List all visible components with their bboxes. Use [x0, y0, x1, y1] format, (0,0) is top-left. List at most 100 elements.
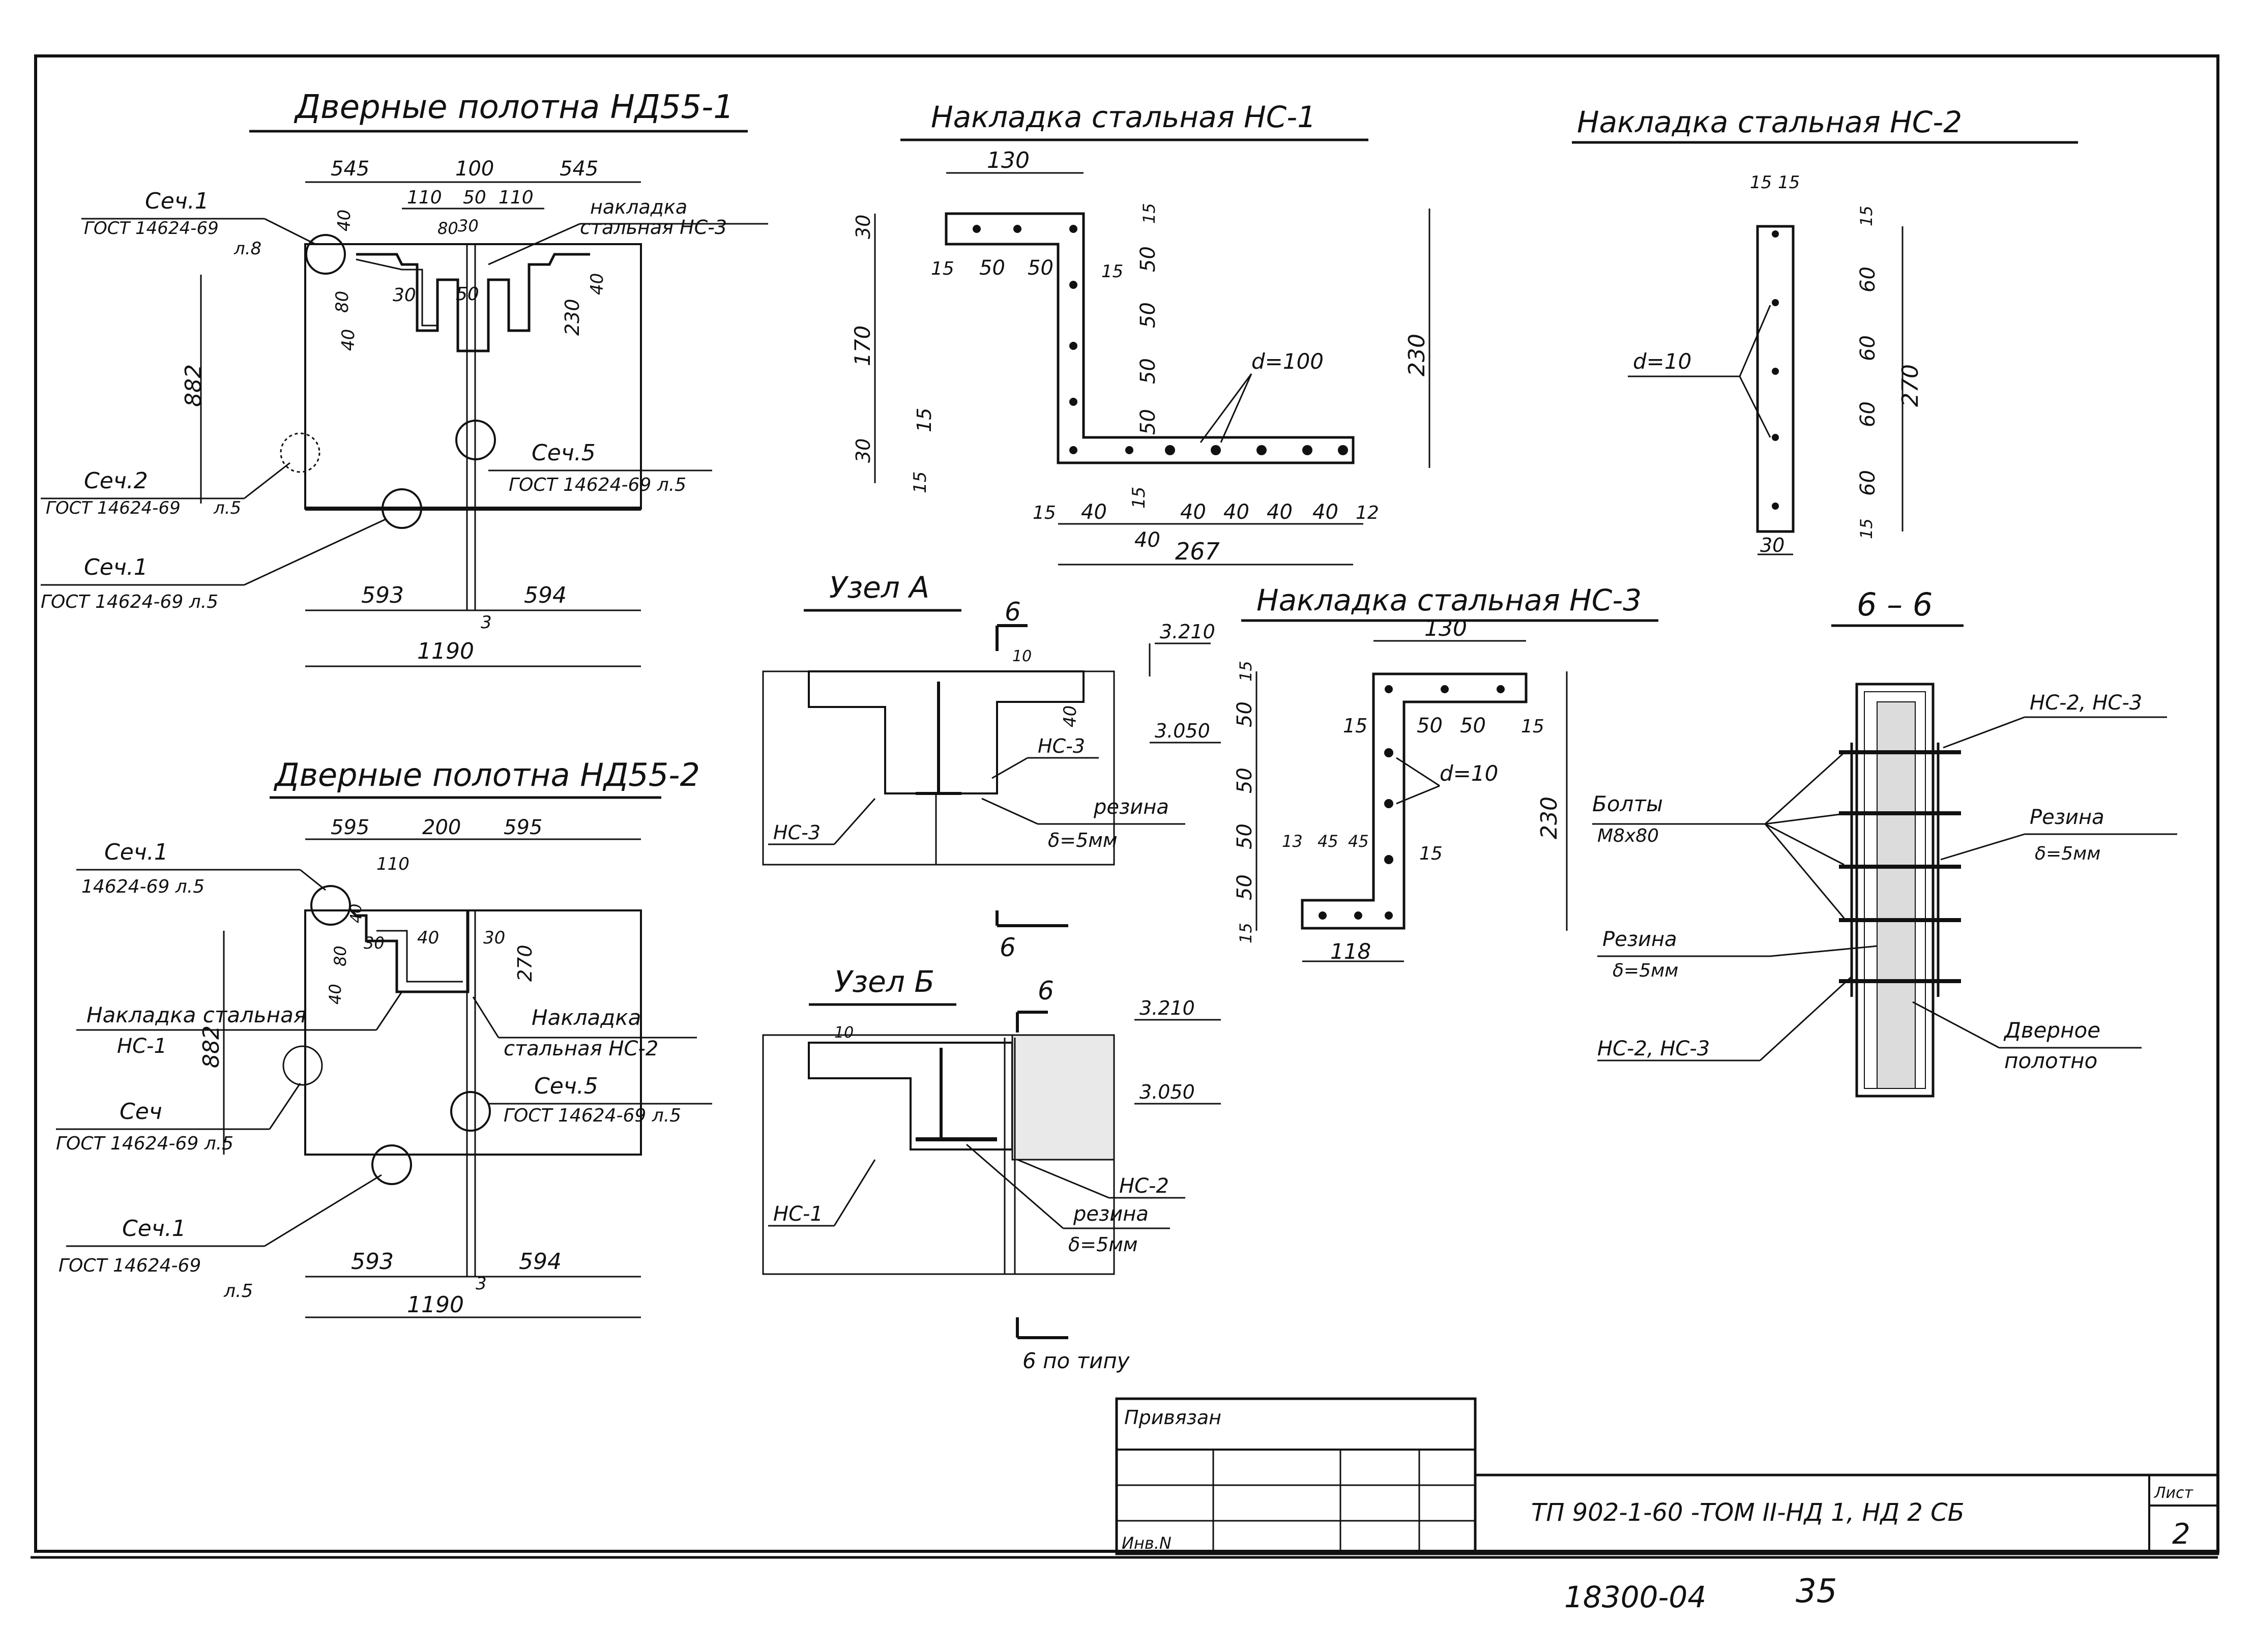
uzel-b-level-0: 3.210: [1139, 997, 1195, 1019]
nd55-2-dim-in-4: 30: [483, 928, 505, 948]
nc2-hole: d=10: [1633, 349, 1691, 374]
stamp-list-label: Лист: [2154, 1484, 2194, 1502]
section66-label-5: Резина: [1602, 928, 1677, 951]
uzel-b-label-1: НС-2: [1119, 1174, 1169, 1198]
nd55-2-dim-top-2: 595: [504, 816, 542, 839]
nc1-dim-left-4: 15: [910, 471, 930, 493]
nc1-dim-left-0: 30: [852, 215, 874, 239]
nc3-title: Накладка стальная НС-3: [1256, 583, 1642, 617]
nc1-dim-bot-1: 40: [1081, 500, 1107, 524]
nd55-2-title: Дверные полотна НД55-2: [273, 756, 700, 793]
nc3-hole: d=10: [1440, 761, 1498, 786]
section66-label-4: δ=5мм: [2035, 843, 2100, 864]
nc2-dim-r-2: 60: [1856, 335, 1880, 361]
stamp-privyazan: Привязан: [1124, 1406, 1221, 1429]
nd55-1-dim-110-right: 110: [499, 187, 534, 208]
section66-label-1: Болты: [1592, 791, 1663, 816]
uzel-a-level-0: 3.210: [1160, 621, 1215, 643]
stamp-inv: Инв.N: [1122, 1533, 1172, 1553]
nc3-holes: [1319, 685, 1505, 920]
nd55-1-dim-593: 593: [361, 582, 404, 608]
nc1-dim-right-4: 50: [1136, 409, 1160, 435]
nc1-dim-right-3: 50: [1136, 358, 1160, 384]
nc1-dim-bot-5: 40: [1267, 500, 1293, 524]
nc3-dim-row-1: 50: [1417, 714, 1443, 738]
nc2-holes: [1772, 230, 1779, 510]
nd55-1-block: Дверные полотна НД55-1 545 100 545 110 5…: [41, 88, 768, 667]
nd55-1-callout-3-ref: ГОСТ 14624-69 л.5: [41, 592, 218, 612]
uzel-b-block: Узел Б 6 10 3.210 3.050 НС-1 НС-2 резина…: [762, 964, 1221, 1373]
uzel-a-label-1: НС-3: [1038, 735, 1085, 757]
stamp: Привязан Инв.N ТП 902-1-60 -ТОМ II-НД 1,…: [1115, 1397, 2219, 1555]
nd55-2-dim-in-5: 80: [331, 946, 350, 966]
nc2-dim-r-3: 60: [1856, 401, 1880, 427]
uzel-b-label-2: резина: [1073, 1202, 1149, 1226]
section66-label-9: полотно: [2004, 1048, 2097, 1073]
section66-panel: [1855, 683, 1935, 1098]
nd55-1-callout-1-ref: ГОСТ 14624-69: [84, 218, 219, 239]
nd55-1-callout-2-ref: ГОСТ 14624-69: [46, 498, 181, 518]
nd55-2-callout-2-ref: ГОСТ 14624-69 л.5: [56, 1133, 233, 1154]
nc3-dim-row-0: 15: [1343, 715, 1367, 737]
uzel-b-label-0: НС-1: [773, 1202, 823, 1226]
section66-label-2: М8х80: [1597, 825, 1659, 846]
nd55-1-callout-4-ref: ГОСТ 14624-69 л.5: [509, 475, 686, 495]
nd55-1-dim-in-5: 230: [561, 299, 583, 336]
nd55-2-panel: [304, 909, 642, 1156]
nd55-1-nakladka-2: стальная НС-3: [580, 216, 727, 239]
nc1-holes: [973, 225, 1348, 455]
nc1-title: Накладка стальная НС-1: [931, 100, 1316, 134]
nc1-dim-right-2: 50: [1136, 302, 1160, 328]
nc1-block: Накладка стальная НС-1 130 30 170 30 15 …: [850, 100, 1430, 566]
nc1-dim-130: 130: [987, 148, 1030, 173]
nd55-1-dim-30: 30: [458, 216, 479, 235]
uzel-a-dim-0: 10: [1012, 647, 1032, 665]
nd55-2-callout-4-sheet: л.5: [223, 1281, 253, 1302]
nc1-dim-230: 230: [1404, 334, 1430, 376]
nd55-1-dim-in-7: 40: [338, 329, 359, 351]
nc3-dim-in-2: 45: [1348, 832, 1369, 851]
section66-label-8: Дверное: [2003, 1018, 2100, 1043]
section66-bolts: [1839, 750, 1961, 983]
nd55-1-dim-545-left: 545: [331, 157, 369, 181]
nc3-dim-l-5: 15: [1236, 923, 1255, 943]
nd55-1-title: Дверные полотна НД55-1: [294, 88, 734, 126]
nc2-dim-top-0: 15: [1750, 172, 1772, 193]
nc1-dim-bot-3: 40: [1180, 500, 1206, 524]
nc2-dim-30: 30: [1760, 534, 1784, 556]
nd55-1-callout-3-name: Сеч.1: [84, 554, 148, 580]
stamp-designation: ТП 902-1-60 -ТОМ II-НД 1, НД 2 СБ: [1531, 1498, 1965, 1527]
footer-page: 35: [1796, 1573, 1837, 1610]
section66-title: 6 – 6: [1857, 586, 1933, 623]
nc2-dim-270: 270: [1897, 364, 1923, 407]
nc3-plate: [1301, 672, 1528, 930]
nc3-dim-row-3: 15: [1521, 716, 1544, 737]
nc3-dim-in-3: 15: [1419, 843, 1443, 864]
nd55-1-callout-1-sheet: л.8: [233, 239, 261, 259]
nd55-1-callout-2-sheet: л.5: [213, 498, 241, 518]
section66-label-6: δ=5мм: [1613, 960, 1678, 981]
uzel-a-level-1: 3.050: [1155, 720, 1210, 742]
stamp-list-no: 2: [2172, 1518, 2190, 1551]
nd55-1-dim-in-1: 40: [334, 210, 355, 231]
nc1-dim-bot-40: 40: [1134, 528, 1160, 552]
nd55-2-dim-882: 882: [198, 1025, 224, 1068]
nd55-2-nc1-2: НС-1: [117, 1035, 167, 1058]
nd55-2-callout-1-name: Сеч.1: [104, 839, 168, 865]
nd55-1-dim-in-0: 30: [393, 285, 416, 306]
nd55-2-dim-in-7: 270: [514, 945, 536, 982]
uzel-b-title: Узел Б: [834, 964, 934, 999]
nc2-dim-top-1: 15: [1778, 172, 1800, 193]
nd55-2-dim-593: 593: [351, 1249, 394, 1275]
nc2-dim-r-1: 60: [1856, 267, 1880, 292]
uzel-a-title: Узел А: [829, 570, 929, 605]
nc1-dim-267: 267: [1175, 538, 1220, 565]
nc3-dim-l-2: 50: [1233, 768, 1256, 793]
nc1-dim-left-2: 30: [852, 438, 874, 463]
nd55-2-callout-1-ref: 14624-69 л.5: [81, 876, 204, 897]
section66-label-0: НС-2, НС-3: [2030, 691, 2142, 715]
nc3-dim-in-1: 45: [1318, 832, 1338, 851]
nd55-2-dim-top-1: 200: [422, 816, 461, 839]
nc1-dim-row-2: 50: [1028, 256, 1054, 280]
nc2-dim-r-5: 15: [1857, 518, 1876, 539]
